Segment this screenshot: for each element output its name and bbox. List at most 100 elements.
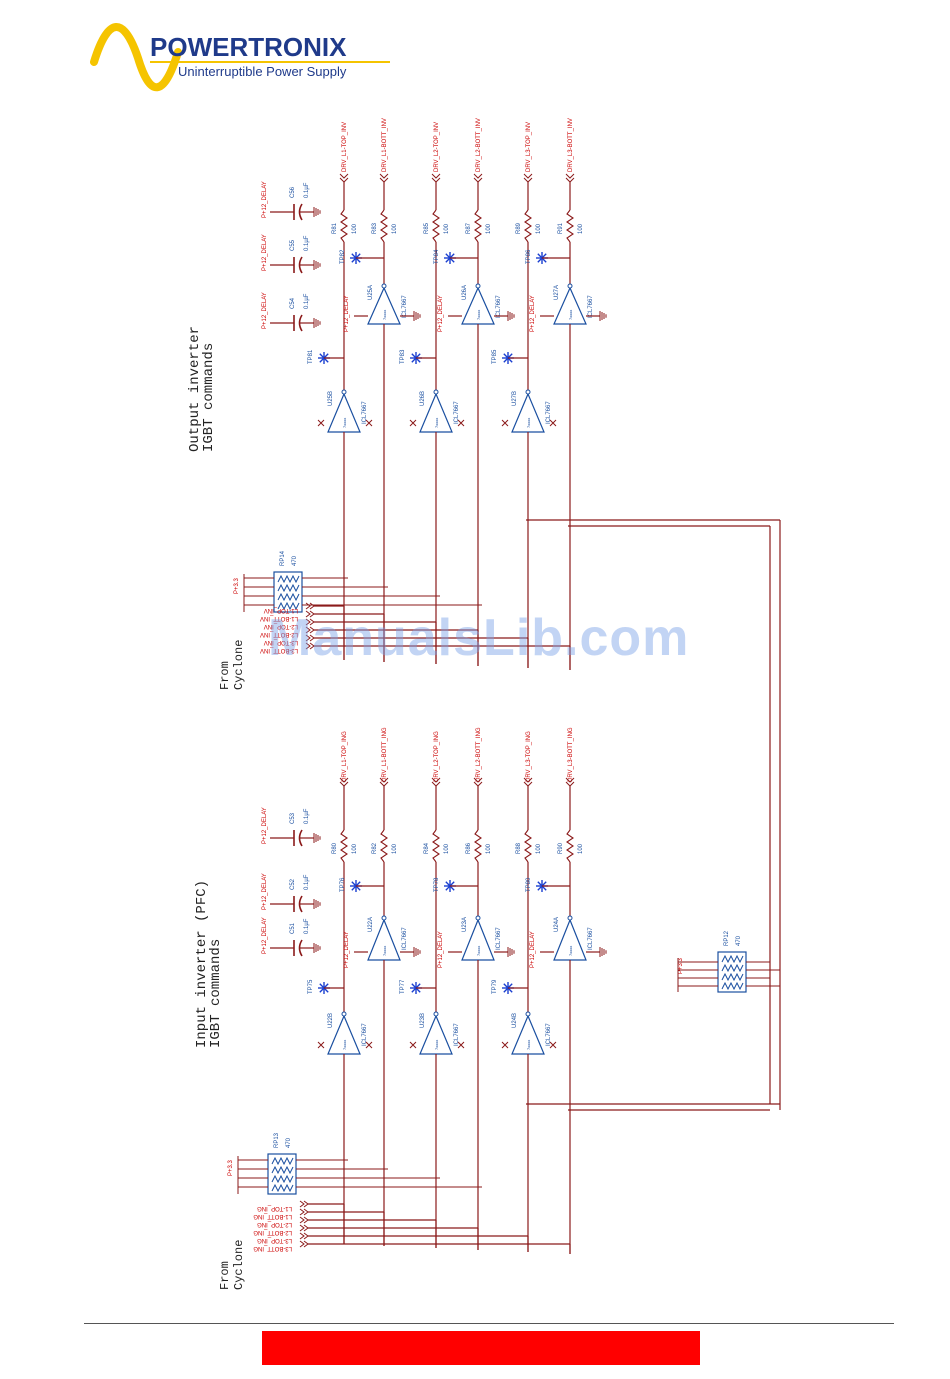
ground-icon [313,899,321,909]
driver-bubble [433,1011,439,1017]
test-point-ref: TP84 [434,249,440,264]
resistor-icon [524,829,532,863]
output-arrow-icon [473,173,483,183]
resistor-ref: R88 [516,842,522,854]
input-net-label: L2-TOP_ING [257,1221,292,1227]
resistor-value: 100 [352,223,358,234]
supply-label: P+12_DELAY [262,181,268,218]
driver-ref: U26B [420,391,426,406]
resistor-pack-element [271,1156,294,1166]
capacitor-plate [298,939,303,957]
driver-ref: U25A [368,285,374,300]
input-net-label: L1-TOP_ING [257,1205,292,1211]
driver-ref: U24A [554,917,560,932]
driver-inner-label: 7xxxx [342,418,347,428]
input-net-label: L1-BOTT_ING [253,1213,292,1219]
resistor-value: 100 [444,843,450,854]
capacitor-ref: C53 [290,812,296,824]
driver-inner-label: 7xxxx [434,418,439,428]
output-net-label: DRV_L1-TOP_ING [342,731,348,782]
resistor-ref: R87 [466,222,472,234]
resistor-pack-element [277,583,300,593]
driver-part: ICL7667 [402,927,408,950]
resistor-ref: R86 [466,842,472,854]
test-point-ref: TP80 [526,877,532,892]
capacitor-value: 0.1µF [304,293,310,309]
supply-label: P+12_DELAY [262,917,268,954]
capacitor-plate [298,203,303,221]
section-subtitle: IGBT commands [201,343,217,452]
supply-label: P+12_DELAY [530,295,536,332]
driver-bubble [475,915,481,921]
supply-label: P+12_DELAY [262,234,268,271]
test-point-ref: TP82 [340,249,346,264]
output-arrow-icon [431,173,441,183]
supply-label: P+12_DELAY [530,931,536,968]
resistor-ref: R83 [372,222,378,234]
output-arrow-icon [523,173,533,183]
output-net-label: DRV_L3-BOTT_INV [568,118,574,172]
resistor-ref: R81 [332,222,338,234]
supply-label: P+3.3 [678,957,684,974]
resistor-pack-element [721,963,744,973]
driver-inner-label: 7xxxx [568,946,573,956]
no-connect-icon [409,419,417,427]
input-net-label: L3-BOTT_ING [253,1245,292,1251]
output-net-label: DRV_L3-BOTT_ING [568,727,574,782]
test-point-ref: TP78 [434,877,440,892]
input-arrow-icon [299,1216,309,1224]
output-net-label: DRV_L1-BOTT_INV [382,118,388,172]
resistor-pack-element [277,574,300,584]
ground-icon [313,260,321,270]
driver-part: ICL7667 [546,1023,552,1046]
driver-bubble [475,283,481,289]
resistor-pack-ref: RP14 [280,550,286,566]
resistor-value: 100 [536,223,542,234]
driver-inner-label: 7xxxx [526,418,531,428]
resistor-value: 100 [486,223,492,234]
ground-icon [313,207,321,217]
driver-bubble [433,389,439,395]
resistor-icon [566,829,574,863]
resistor-pack-element [721,981,744,991]
driver-bubble [567,915,573,921]
resistor-ref: R85 [424,222,430,234]
ground-icon [313,833,321,843]
test-point-ref: TP86 [526,249,532,264]
resistor-ref: R90 [558,842,564,854]
from-label: From [218,1261,232,1290]
resistor-pack-element [277,601,300,611]
driver-ref: U25B [328,391,334,406]
resistor-pack-element [721,972,744,982]
test-point-ref: TP77 [400,979,406,994]
test-point-ref: TP79 [492,979,498,994]
input-net-label: L2-BOTT_ING [253,1229,292,1235]
driver-bubble [341,389,347,395]
input-net-label: L2-TOP_INV [264,623,298,629]
driver-inner-label: 7xxxx [476,310,481,320]
from-label: From [218,661,232,690]
no-connect-icon [501,419,509,427]
driver-bubble [525,389,531,395]
no-connect-icon [365,1041,373,1049]
resistor-pack-value: 470 [292,555,298,566]
ground-icon [507,311,515,321]
input-arrow-icon [299,1240,309,1248]
driver-part: ICL7667 [588,295,594,318]
driver-ref: U22A [368,917,374,932]
input-net-label: L3-TOP_INV [264,639,298,645]
resistor-ref: R89 [516,222,522,234]
resistor-icon [432,209,440,243]
resistor-icon [566,209,574,243]
driver-ref: U23A [462,917,468,932]
driver-ref: U22B [328,1013,334,1028]
resistor-pack-element [271,1174,294,1184]
brand-tagline: Uninterruptible Power Supply [178,64,347,79]
capacitor-plate [298,256,303,274]
resistor-icon [340,209,348,243]
output-net-label: DRV_L2-TOP_INV [434,122,440,172]
output-arrow-icon [565,173,575,183]
resistor-pack-element [721,954,744,964]
resistor-icon [474,209,482,243]
